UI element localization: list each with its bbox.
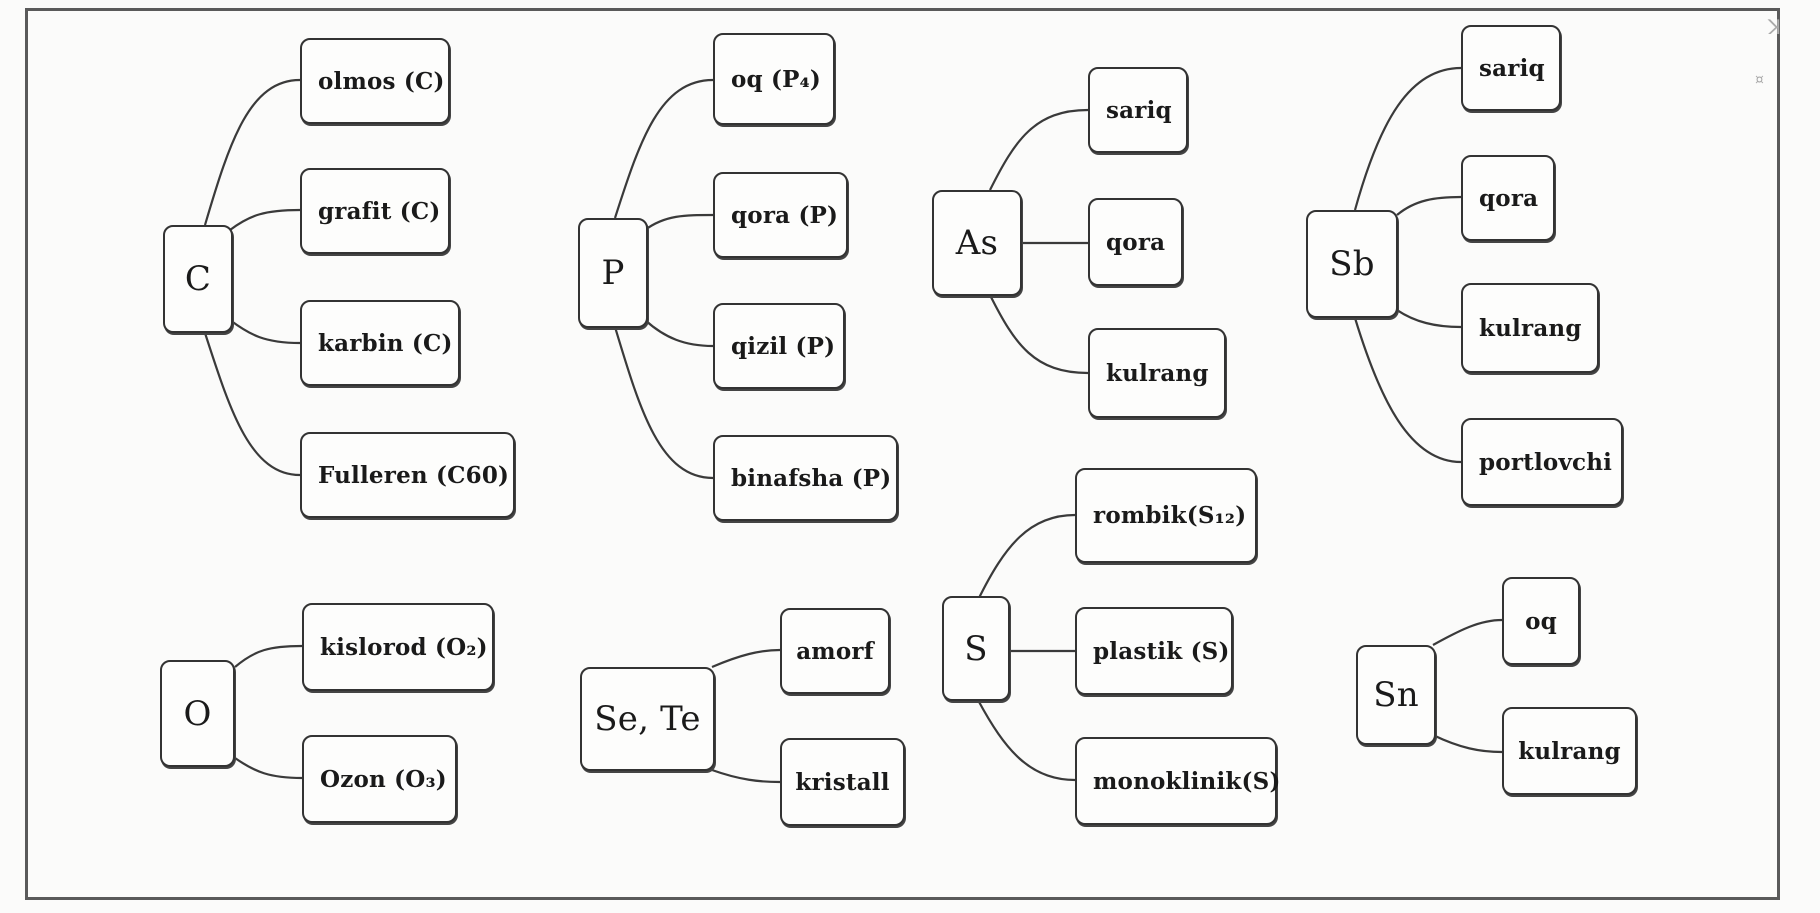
child-p-3: qizil (P) xyxy=(713,303,845,389)
root-se-te: Se, Te xyxy=(580,667,715,771)
connector-sb-3 xyxy=(1396,309,1462,329)
connector-sb-2 xyxy=(1396,195,1462,216)
root-sb: Sb xyxy=(1306,210,1398,318)
connector-sete-1 xyxy=(711,648,781,669)
root-sn: Sn xyxy=(1356,645,1436,745)
connector-sb-4 xyxy=(1353,317,1462,464)
connector-p-1 xyxy=(613,78,714,219)
connector-p-2 xyxy=(644,213,714,231)
connector-sn-2 xyxy=(1432,734,1503,754)
child-as-2: qora xyxy=(1088,198,1183,286)
child-p-2: qora (P) xyxy=(713,172,848,258)
connector-c-4 xyxy=(203,332,301,477)
root-c: C xyxy=(163,225,233,333)
connector-p-4 xyxy=(613,326,714,480)
child-p-1: oq (P₄) xyxy=(713,33,835,125)
child-sb-1: sariq xyxy=(1461,25,1561,111)
child-sn-1: oq xyxy=(1502,577,1580,665)
root-as: As xyxy=(932,190,1022,296)
scan-mark-2: ¤ xyxy=(1755,72,1764,88)
child-sete-1: amorf xyxy=(780,608,890,694)
child-as-1: sariq xyxy=(1088,67,1188,153)
child-sb-2: qora xyxy=(1461,155,1555,241)
child-o-2: Ozon (O₃) xyxy=(302,735,457,823)
child-c-4: Fulleren (C60) xyxy=(300,432,515,518)
child-s-2: plastik (S) xyxy=(1075,607,1233,695)
child-sete-2: kristall xyxy=(780,738,905,826)
connector-c-3 xyxy=(229,319,301,345)
connector-s-3 xyxy=(977,699,1076,782)
child-c-2: grafit (C) xyxy=(300,168,450,254)
connector-o-1 xyxy=(234,644,303,668)
connector-sn-1 xyxy=(1432,618,1503,646)
child-s-3: monoklinik(S) xyxy=(1075,737,1280,825)
connector-sete-2 xyxy=(711,768,781,784)
root-p: P xyxy=(578,218,648,328)
child-as-3: kulrang xyxy=(1088,328,1226,418)
connector-c-2 xyxy=(229,208,301,231)
diagram-frame xyxy=(25,8,1780,900)
root-o: O xyxy=(160,660,235,767)
connector-o-2 xyxy=(234,757,303,780)
child-sb-4: portlovchi xyxy=(1461,418,1623,506)
connector-sb-1 xyxy=(1353,66,1462,211)
child-c-3: karbin (C) xyxy=(300,300,460,386)
connector-s-1 xyxy=(977,513,1076,601)
connector-c-1 xyxy=(203,78,301,226)
child-p-4: binafsha (P) xyxy=(713,435,898,521)
connector-as-1 xyxy=(989,108,1089,191)
connector-p-3 xyxy=(644,319,714,348)
child-s-1: rombik(S₁₂) xyxy=(1075,468,1257,563)
child-sb-3: kulrang xyxy=(1461,283,1599,373)
child-sn-2: kulrang xyxy=(1502,707,1637,795)
root-s: S xyxy=(942,596,1010,701)
child-c-1: olmos (C) xyxy=(300,38,450,124)
scan-mark-1: ꓘ xyxy=(1768,15,1782,39)
connector-as-3 xyxy=(989,294,1089,375)
child-o-1: kislorod (O₂) xyxy=(302,603,494,691)
